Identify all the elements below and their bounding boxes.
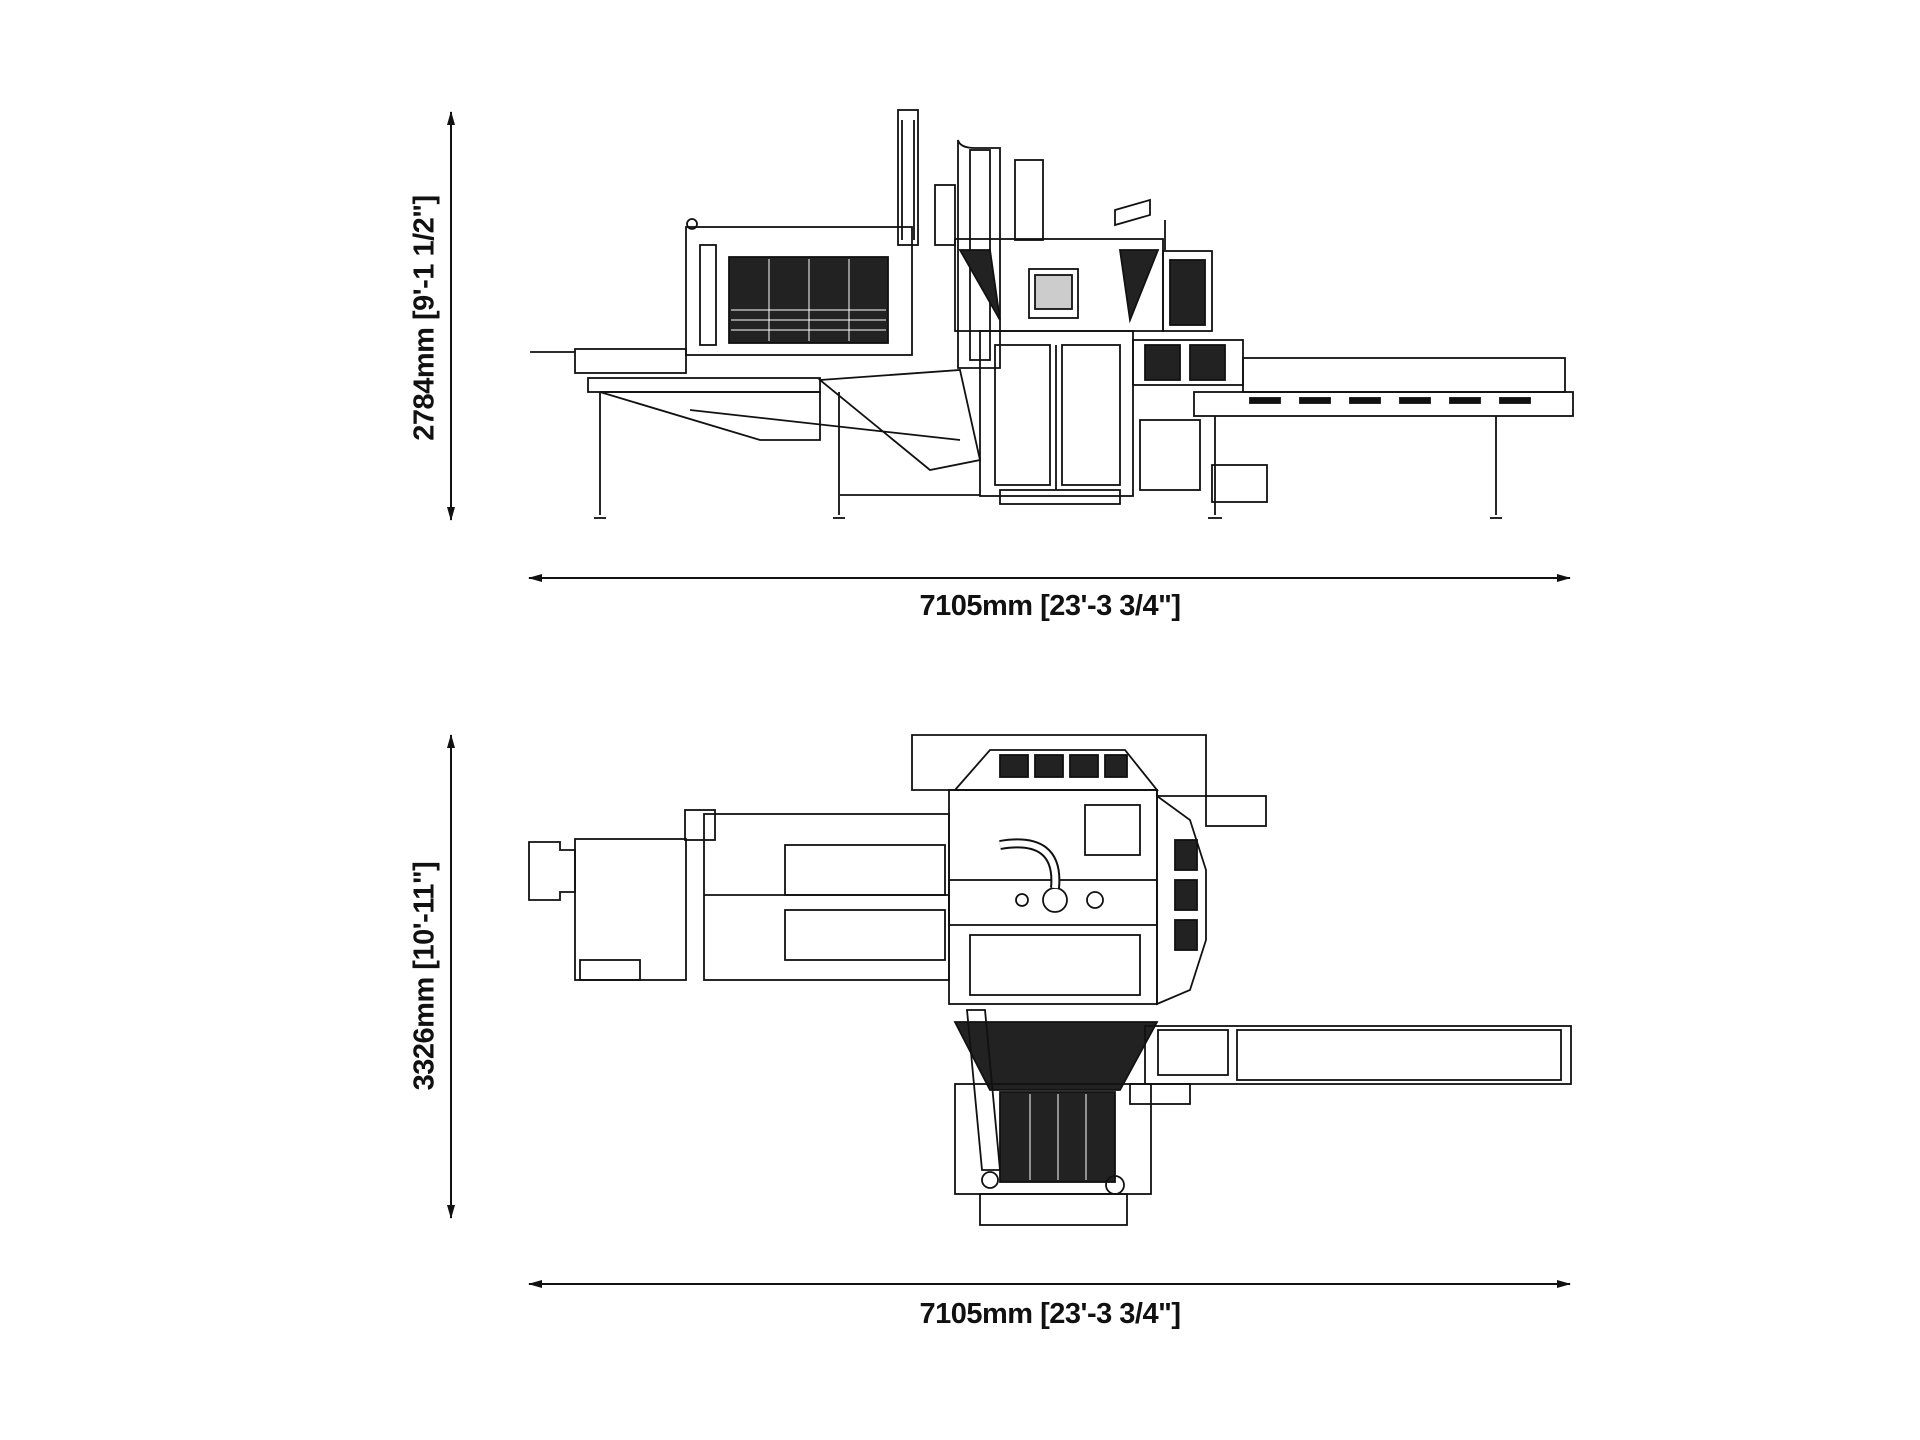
plan-length-dimension-label: 7105mm [23'-3 3/4"] bbox=[919, 1298, 1181, 1330]
machine-plan-view bbox=[528, 734, 1572, 1226]
plan-width-dimension-label: 3326mm [10'-11"] bbox=[408, 861, 441, 1091]
side-length-dimension-label: 7105mm [23'-3 3/4"] bbox=[919, 590, 1181, 622]
side-height-dimension-label: 2784mm [9'-1 1/2"] bbox=[408, 195, 441, 441]
machine-side-view bbox=[530, 109, 1574, 519]
